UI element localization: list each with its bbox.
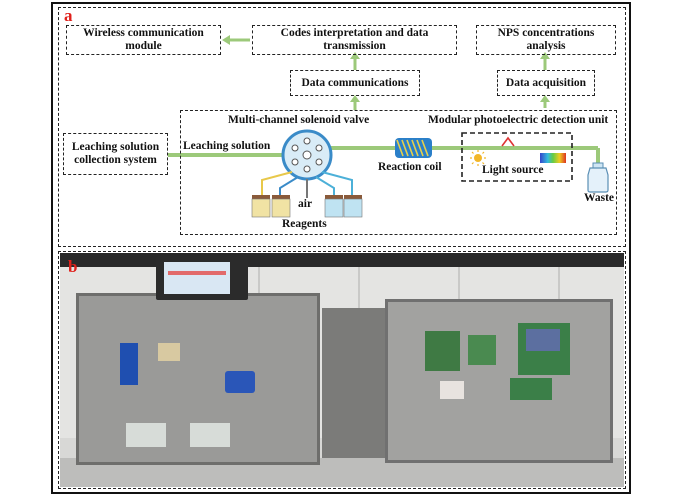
nps-analysis-box: NPS concentrations analysis [476, 25, 616, 55]
wireless-module-box: Wireless communication module [66, 25, 221, 55]
valve-icon [281, 129, 333, 181]
panel-b-letter: b [68, 257, 78, 276]
data-acquisition-box: Data acquisition [497, 70, 595, 96]
spectrum-icon [540, 153, 566, 163]
arrow-icon [350, 95, 360, 102]
air-label: air [298, 198, 313, 210]
reagents-label: Reagents [282, 218, 327, 230]
arrow-icon [540, 52, 550, 59]
light-source-label: Light source [482, 164, 544, 176]
instrument-photo [60, 253, 624, 487]
leaching-solution-label: Leaching solution [183, 140, 271, 152]
reagent-bottle-icon [251, 195, 363, 218]
panel-b-frame [58, 251, 626, 489]
waste-label: Waste [584, 192, 615, 204]
panel-a-letter: a [64, 6, 73, 25]
arrow-icon [540, 95, 550, 102]
leaching-collection-box: Leaching solution collection system [63, 133, 168, 175]
arrow-icon [350, 52, 360, 59]
modular-unit-frame [180, 110, 617, 235]
figure-frame [51, 2, 631, 494]
sun-icon [470, 150, 486, 166]
coil-icon [395, 138, 432, 158]
valve-label: Multi-channel solenoid valve [228, 114, 370, 126]
arrow-icon [222, 35, 230, 45]
modular-unit-label: Modular photoelectric detection unit [428, 114, 609, 126]
data-communications-box: Data communications [290, 70, 420, 96]
panel-a-frame [58, 7, 626, 247]
waste-bottle-icon [587, 162, 609, 193]
reaction-coil-label: Reaction coil [378, 161, 442, 173]
codes-interpretation-box: Codes interpretation and data transmissi… [252, 25, 457, 55]
